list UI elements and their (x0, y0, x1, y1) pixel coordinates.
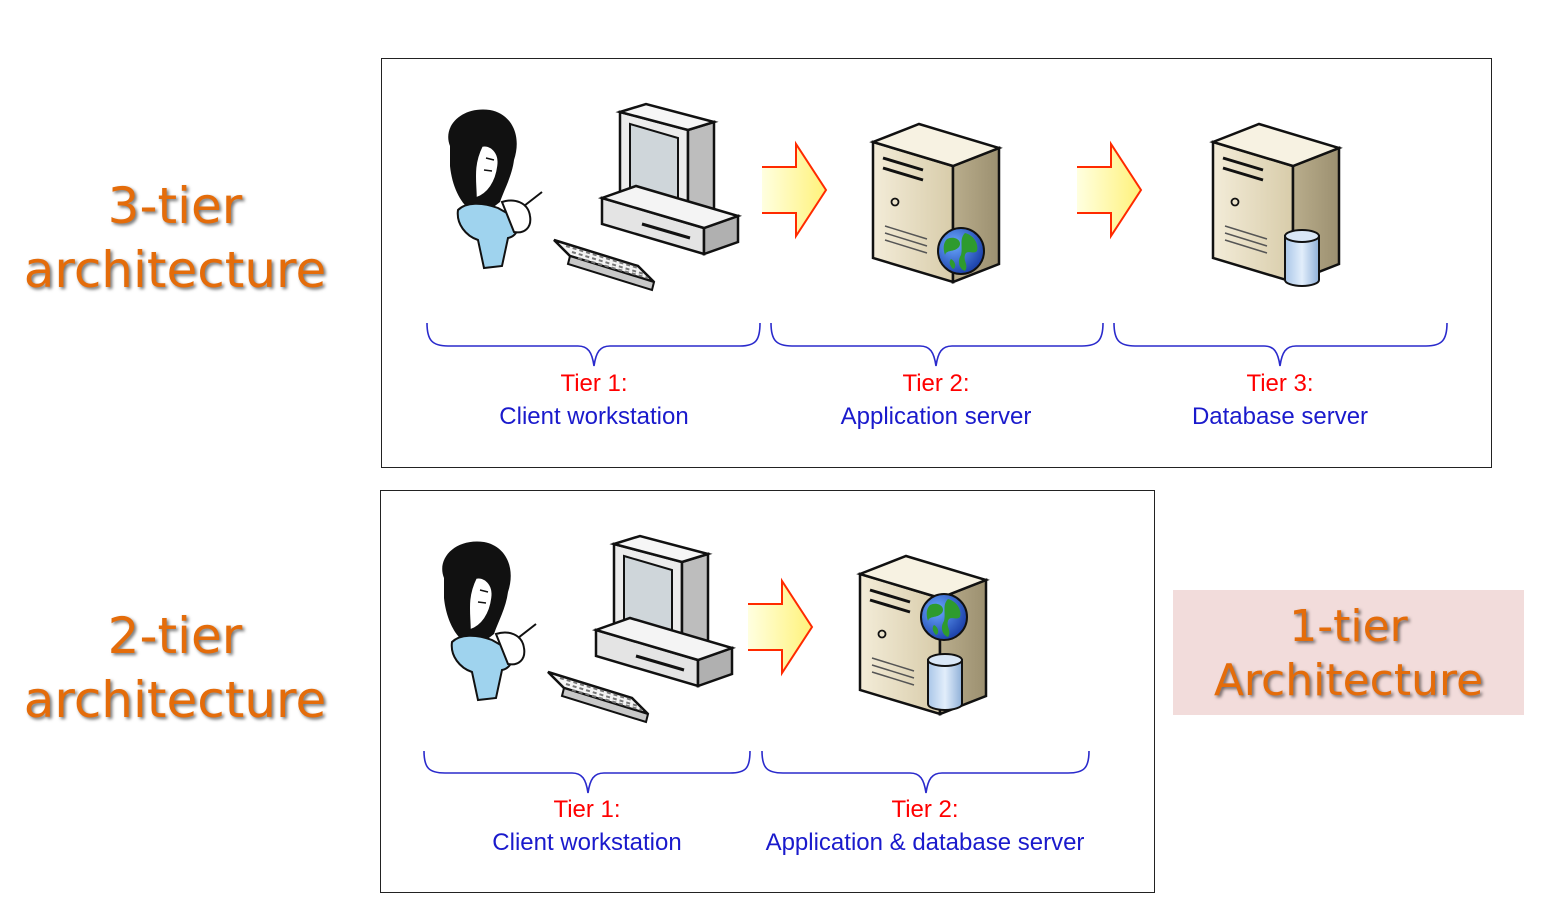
arrow-right-icon (1076, 143, 1142, 237)
three-tier-title-line1: 3-tier (107, 177, 243, 235)
tier-number: Tier 1: (553, 796, 621, 823)
tier-description: Application server (840, 403, 1032, 430)
brace-tier1 (426, 322, 761, 367)
tier-description: Client workstation (492, 829, 682, 856)
three-tier-label-2: Tier 2: Application server (786, 367, 1086, 433)
one-tier-box: 1-tier Architecture (1173, 590, 1524, 715)
arrow-right-icon (761, 143, 827, 237)
client-workstation-icon (440, 534, 734, 724)
brace-tier1 (423, 750, 751, 794)
arrow-right-icon (747, 580, 813, 674)
database-server-icon (1211, 122, 1341, 287)
two-tier-label-2: Tier 2: Application & database server (735, 793, 1115, 859)
tier-number: Tier 1: (560, 370, 628, 397)
brace-tier3 (1113, 322, 1448, 367)
client-workstation-icon (446, 102, 740, 292)
brace-tier2 (761, 750, 1090, 794)
three-tier-title-line2: architecture (23, 241, 327, 299)
three-tier-label-1: Tier 1: Client workstation (444, 367, 744, 433)
tier-description: Client workstation (499, 403, 689, 430)
tier-number: Tier 3: (1246, 370, 1314, 397)
two-tier-title-line1: 2-tier (107, 607, 243, 665)
one-tier-title-line2: Architecture (1213, 655, 1484, 706)
tier-description: Database server (1191, 403, 1369, 430)
application-server-icon (871, 122, 1001, 284)
tier-description: Application & database server (765, 829, 1085, 856)
three-tier-title: 3-tier architecture (10, 174, 340, 302)
two-tier-label-1: Tier 1: Client workstation (437, 793, 737, 859)
tier-number: Tier 2: (902, 370, 970, 397)
tier-number: Tier 2: (891, 796, 959, 823)
two-tier-title-line2: architecture (23, 671, 327, 729)
two-tier-panel (380, 490, 1155, 893)
brace-tier2 (770, 322, 1104, 367)
one-tier-title-line1: 1-tier (1289, 601, 1408, 652)
three-tier-label-3: Tier 3: Database server (1130, 367, 1430, 433)
two-tier-title: 2-tier architecture (10, 604, 340, 732)
application-database-server-icon (858, 554, 988, 716)
